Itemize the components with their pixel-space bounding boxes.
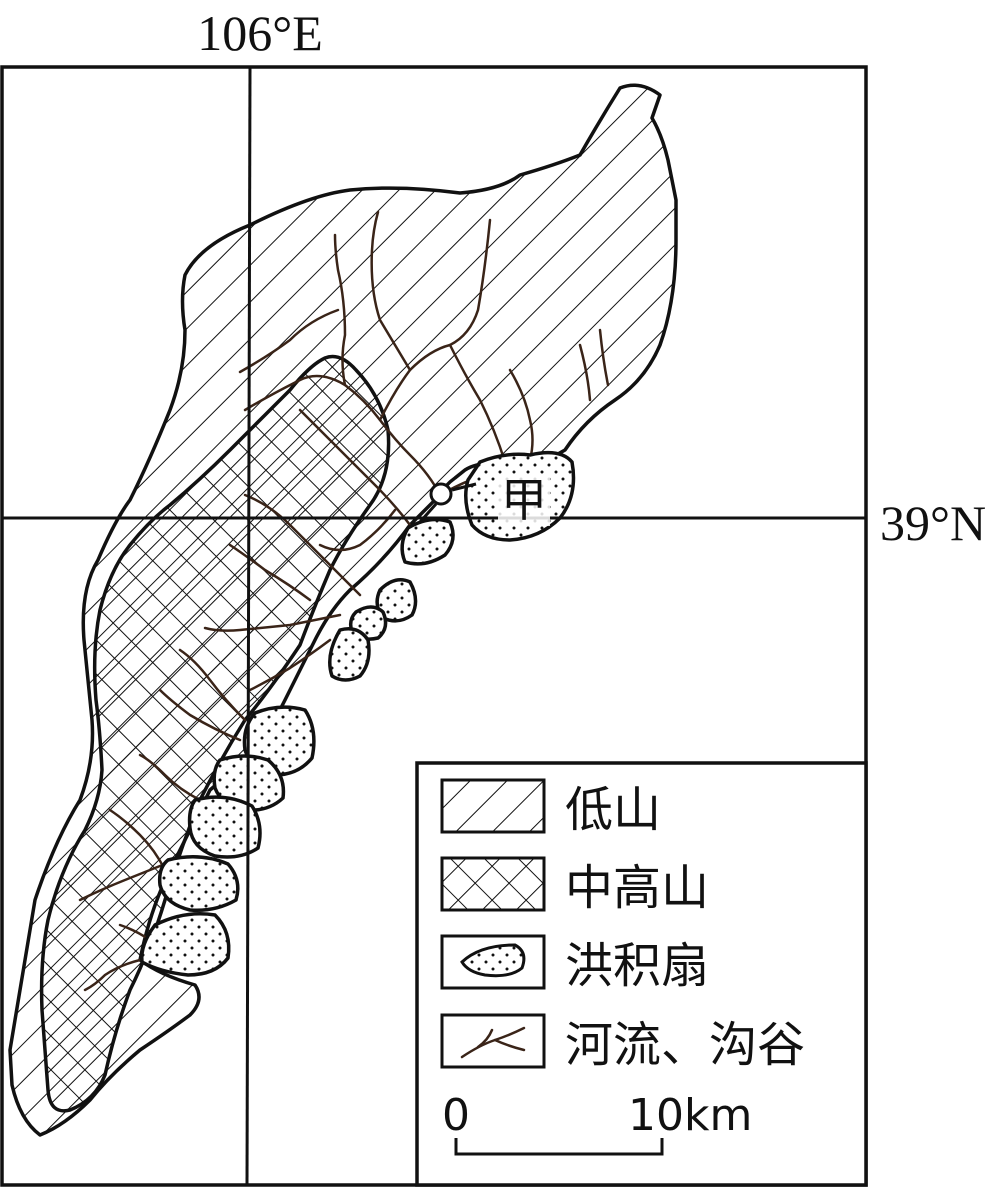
legend-swatch-mid-high-mountain (440, 856, 546, 912)
alluvial-fan-symbol (460, 943, 526, 978)
latitude-label: 39°N (880, 495, 986, 551)
legend-swatch-low-mountain (440, 778, 546, 834)
legend-label-mid-high-mountain: 中高山 (565, 860, 709, 916)
legend-label-alluvial-fan: 洪积扇 (565, 938, 709, 994)
scale-start-label: 0 (442, 1090, 470, 1141)
scale-bar (454, 1138, 664, 1156)
settlement-point (429, 482, 453, 506)
place-label-jia: 甲 (501, 473, 547, 527)
river-symbol (460, 1026, 526, 1059)
longitude-line-106E (245, 67, 252, 1185)
scale-end-label: 10km (628, 1090, 752, 1141)
river-network (78, 210, 610, 992)
mid-high-mountain-region (39, 354, 391, 1113)
legend-label-river-gully: 河流、沟谷 (565, 1017, 805, 1073)
legend: 低山 中高山 洪积扇 河流、沟谷 0 10km (415, 761, 868, 1187)
legend-label-low-mountain: 低山 (565, 782, 661, 838)
longitude-label: 106°E (197, 5, 323, 61)
